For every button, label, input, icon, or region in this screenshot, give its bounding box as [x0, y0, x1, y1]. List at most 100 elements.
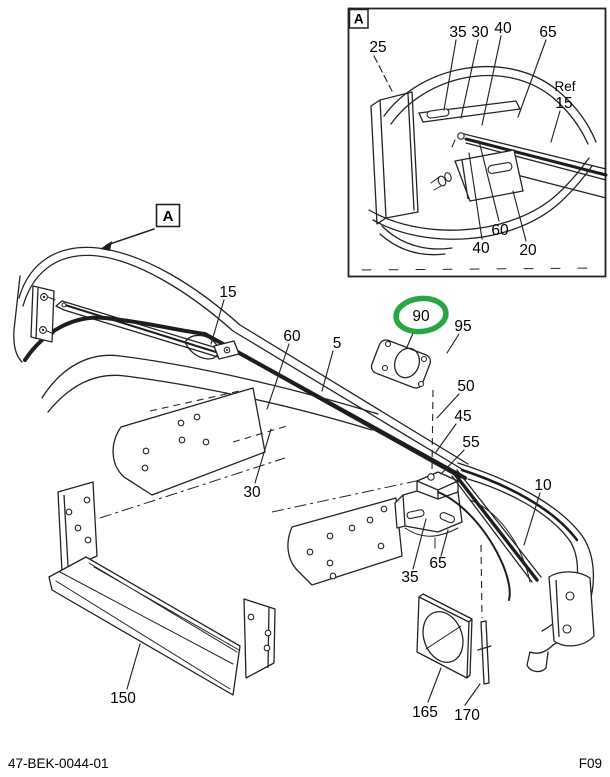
main-view-label-box: [155, 203, 181, 228]
main-callouts: 15 60 5 30 90 95 50 45 55 10 35 65 150 1…: [110, 284, 552, 724]
bolt-detail-lines: [430, 139, 456, 191]
callout-150-main: 150: [110, 690, 136, 707]
gasket-hole: [420, 355, 428, 363]
rail-hole: [326, 559, 334, 567]
plate-165-and-strip-170: [416, 593, 492, 685]
callout-5-main: 5: [333, 335, 342, 352]
callout-60-main: 60: [283, 328, 301, 345]
detail-view-inset: A 25 3: [347, 7, 608, 278]
inset-view-label-box: [348, 8, 369, 29]
gasket-hole: [384, 340, 392, 348]
view-ref-arrow-line: [106, 228, 155, 246]
channel-right-plate: [243, 598, 276, 679]
alignment-dashed-line-lower: [480, 544, 483, 619]
bolt-washer: [444, 172, 452, 182]
rail-hole: [141, 464, 149, 472]
slotted-plate: [418, 100, 521, 123]
brace-shading: [64, 304, 220, 354]
bracket-assembly: [394, 389, 483, 619]
callout-50-main: 50: [457, 378, 475, 395]
callout-40-bottom-inset: 40: [472, 240, 490, 257]
end-plate-hole-2: [562, 624, 572, 634]
plate-hole: [247, 613, 255, 621]
rail-hole: [142, 447, 150, 455]
rail-hole: [348, 524, 356, 532]
end-plate-hole-1: [565, 591, 575, 601]
brace-part-15: [55, 300, 240, 360]
inset-callouts: 25 35 30 40 65 Ref 15 40 60 20: [369, 20, 575, 259]
rail-hole: [380, 505, 388, 513]
brace-lines: [55, 300, 221, 358]
bracket-slot: [487, 162, 513, 174]
brace-pivot: [61, 302, 67, 308]
brace-10-lines: [451, 469, 542, 583]
document-number: 47-BEK-0044-01: [8, 756, 109, 771]
plate-165-crease: [425, 625, 462, 650]
callout-95-main: 95: [454, 318, 471, 335]
alignment-dashed-line-upper: [431, 389, 434, 471]
panel-part-25: [370, 91, 453, 256]
callout-15-ref-inset: 15: [555, 95, 572, 112]
callout-20-inset: 20: [519, 242, 537, 259]
channel-part-150: [48, 481, 276, 696]
rail-hole: [178, 436, 186, 444]
main-leader-lines: [126, 299, 541, 706]
callout-35-main: 35: [401, 569, 418, 586]
plate-hole: [84, 536, 92, 544]
figure-code: F09: [579, 756, 602, 771]
rail-hole: [202, 438, 210, 446]
plate-hole: [74, 524, 82, 532]
inset-leader-lines: [373, 35, 561, 242]
support-rod-shading: [464, 137, 608, 177]
gooseneck-shading: [460, 468, 579, 542]
bracket-bottom-flange: [404, 527, 459, 549]
channel-inner-lines: [55, 562, 240, 690]
wheel-arch-shadow: [437, 491, 511, 601]
gasket-plate: [370, 339, 432, 389]
inset-leaders: [443, 35, 561, 242]
main-view-label: A: [163, 208, 174, 225]
left-holed-rail: [99, 387, 288, 519]
rail-centerline-right: [271, 477, 431, 513]
lower-frame-lines: [13, 275, 379, 431]
footer: 47-BEK-0044-01 F09: [8, 756, 602, 771]
hatch-dashes: [361, 267, 601, 271]
plate-hole: [83, 496, 91, 504]
callout-35-inset: 35: [449, 24, 466, 41]
leader-25: [373, 55, 393, 92]
view-ref-a: A: [100, 203, 181, 251]
callout-55-main: 55: [462, 434, 479, 451]
strip-170: [477, 620, 492, 685]
brace-10-shading: [452, 471, 539, 582]
rail-hole: [366, 516, 374, 524]
plate-165-opening: [422, 611, 464, 663]
plate-hole: [263, 644, 271, 652]
callout-10-main: 10: [534, 477, 552, 494]
arch-shadow-2: [469, 499, 531, 583]
bracket-slot-right: [439, 512, 456, 524]
callout-65-main: 65: [429, 555, 446, 572]
rail-hole: [377, 542, 385, 550]
gasket-part-90: [370, 339, 432, 389]
right-rail-web: [287, 497, 403, 586]
gooseneck-foot: [526, 644, 554, 673]
bolt-top: [457, 132, 465, 140]
rail-hole: [326, 532, 334, 540]
bolt-dot-2: [41, 328, 45, 332]
callout-ref-label: Ref: [554, 79, 575, 94]
main-view: A: [13, 203, 595, 724]
rail-hole: [306, 548, 314, 556]
callout-60-inset: 60: [491, 222, 509, 239]
callout-65-inset: 65: [539, 24, 556, 41]
bolt-washer-ticks: [46, 296, 56, 335]
brace-bolt-dot: [226, 349, 228, 351]
right-frame-end: [437, 462, 595, 673]
callout-25-inset: 25: [369, 39, 386, 56]
left-rail-web: [112, 387, 266, 496]
plate-hole: [65, 508, 73, 516]
gasket-center-opening: [393, 347, 421, 379]
left-end-plate: [30, 285, 55, 343]
bracket-slot-left: [406, 509, 425, 520]
callout-40-top-inset: 40: [494, 20, 512, 37]
